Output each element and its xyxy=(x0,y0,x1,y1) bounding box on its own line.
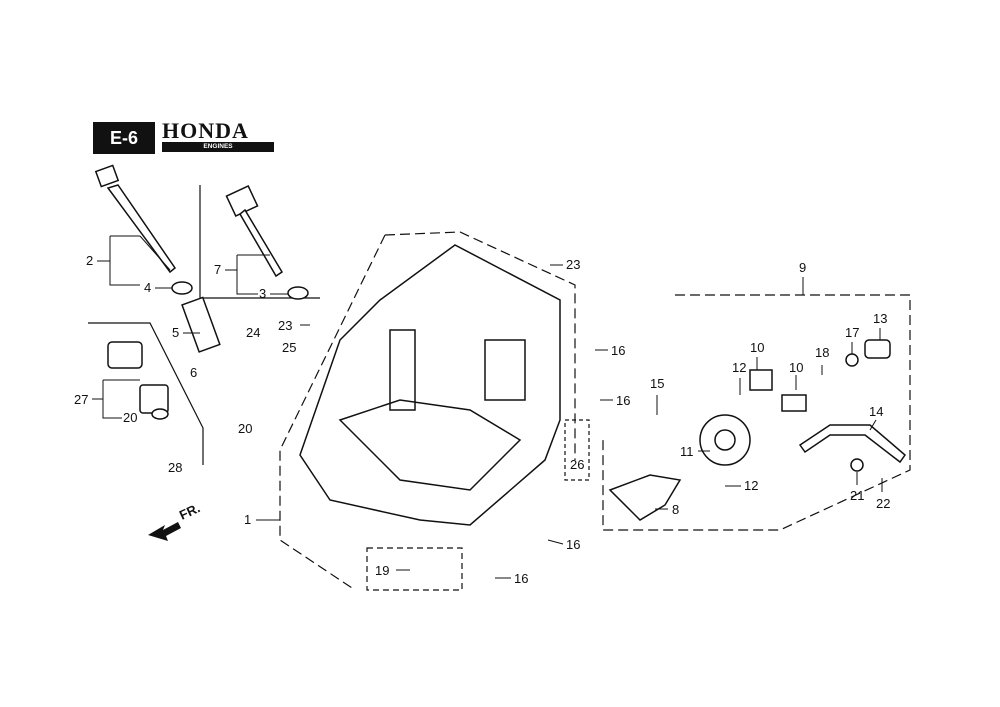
callout-17: 17 xyxy=(845,325,859,340)
callout-21: 21 xyxy=(850,488,864,503)
callout-23b: 23 xyxy=(278,318,292,333)
callout-16b: 16 xyxy=(616,393,630,408)
callout-2: 2 xyxy=(86,253,93,268)
callout-10b: 10 xyxy=(789,360,803,375)
brand-name: HONDA xyxy=(162,118,249,143)
callout-24: 24 xyxy=(246,325,260,340)
callout-13: 13 xyxy=(873,311,887,326)
group-frame-governor xyxy=(602,294,911,531)
callout-18: 18 xyxy=(815,345,829,360)
callout-11: 11 xyxy=(680,444,694,459)
callout-15: 15 xyxy=(650,376,664,391)
callout-22: 22 xyxy=(876,496,890,511)
callout-19: 19 xyxy=(375,563,389,578)
leader-lines xyxy=(92,235,883,579)
callout-23a: 23 xyxy=(566,257,580,272)
group-label-9: 9 xyxy=(799,260,806,275)
group-frame-case xyxy=(384,231,576,460)
callout-20b: 20 xyxy=(238,421,252,436)
callout-7: 7 xyxy=(214,262,221,277)
callout-16a: 16 xyxy=(611,343,625,358)
section-code-badge: E-6 xyxy=(93,122,155,154)
callout-10a: 10 xyxy=(750,340,764,355)
oil-case xyxy=(299,244,561,526)
callout-27: 27 xyxy=(74,392,88,407)
callout-25: 25 xyxy=(282,340,296,355)
callout-20a: 20 xyxy=(123,410,137,425)
callout-28: 28 xyxy=(168,460,182,475)
callout-8: 8 xyxy=(672,502,679,517)
callout-6: 6 xyxy=(190,365,197,380)
callout-12b: 12 xyxy=(744,478,758,493)
filler-pipe xyxy=(181,184,309,353)
callout-3: 3 xyxy=(259,286,266,301)
callout-14: 14 xyxy=(869,404,883,419)
dipstick xyxy=(94,164,193,295)
callout-1: 1 xyxy=(244,512,251,527)
front-direction-arrow xyxy=(148,522,181,541)
callout-12a: 12 xyxy=(732,360,746,375)
callout-16c: 16 xyxy=(566,537,580,552)
direction-label: FR. xyxy=(177,500,202,522)
callout-26: 26 xyxy=(570,457,584,472)
callout-5: 5 xyxy=(172,325,179,340)
governor-gear xyxy=(608,339,907,521)
oil-filler-cap xyxy=(107,341,169,420)
callout-16d: 16 xyxy=(514,571,528,586)
group-frame-seal xyxy=(366,547,463,591)
brand-subtitle: ENGINES xyxy=(162,142,274,152)
honda-logo: HONDA ENGINES xyxy=(162,120,274,152)
callout-4: 4 xyxy=(144,280,151,295)
group-frame-filler xyxy=(88,322,204,465)
